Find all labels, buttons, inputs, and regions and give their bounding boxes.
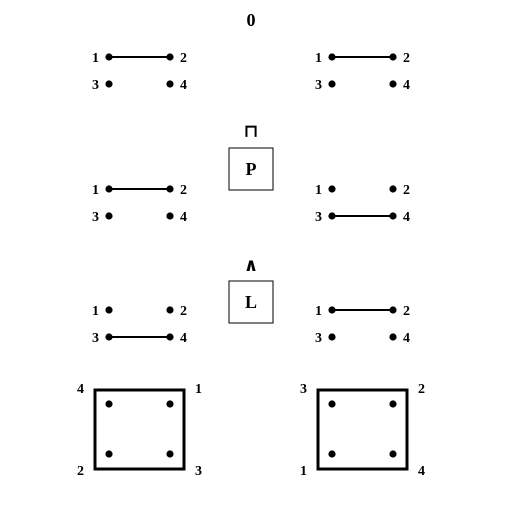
square-dot-3: [105, 450, 113, 458]
panel-dot-2: [389, 306, 397, 314]
panel-label-4: 4: [180, 210, 187, 225]
panel-label-4: 4: [180, 78, 187, 93]
panel-label-2: 2: [180, 183, 187, 198]
panel-label-4: 4: [403, 78, 410, 93]
square-corner-label-bottom-left: 2: [77, 464, 84, 479]
panel-dot-2: [389, 185, 397, 193]
panel-dot-3: [105, 333, 113, 341]
panel-label-2: 2: [180, 51, 187, 66]
panel-label-3: 3: [92, 331, 99, 346]
panel-dot-1: [328, 306, 336, 314]
panel-r3-right: 1 2 3 4: [315, 304, 410, 346]
panel-r1-left: 1 2 3 4: [92, 51, 187, 93]
panel-dot-1: [328, 53, 336, 61]
panel-label-1: 1: [92, 51, 99, 66]
panel-label-1: 1: [92, 183, 99, 198]
panel-label-2: 2: [403, 183, 410, 198]
square-dot-2: [389, 400, 397, 408]
panel-dot-1: [105, 53, 113, 61]
panel-dot-2: [166, 185, 174, 193]
square-corner-label-bottom-right: 4: [418, 464, 425, 479]
square-left: 4 1 2 3: [77, 382, 202, 479]
panel-dot-4: [166, 212, 174, 220]
operator-box-p-label: P: [246, 159, 257, 179]
panel-dot-3: [328, 212, 336, 220]
panel-label-1: 1: [315, 183, 322, 198]
panel-r2-left: 1 2 3 4: [92, 183, 187, 225]
wedge-operator-symbol: ∧: [244, 255, 259, 275]
panel-dot-3: [105, 212, 113, 220]
operator-box-p: [228, 147, 274, 191]
panel-dot-3: [328, 80, 336, 88]
square-corner-label-top-right: 1: [195, 382, 202, 397]
panel-label-3: 3: [92, 210, 99, 225]
panel-label-3: 3: [315, 331, 322, 346]
square-corner-label-top-right: 2: [418, 382, 425, 397]
panel-dot-4: [166, 80, 174, 88]
panel-label-2: 2: [180, 304, 187, 319]
operator-box-l: [228, 280, 274, 324]
panel-dot-1: [105, 185, 113, 193]
panel-dot-1: [105, 306, 113, 314]
panel-label-2: 2: [403, 51, 410, 66]
panel-dot-4: [389, 80, 397, 88]
square-right: 3 2 1 4: [300, 382, 425, 479]
panel-r2-right: 1 2 3 4: [315, 183, 410, 225]
square-corner-label-top-left: 4: [77, 382, 84, 397]
panel-dot-2: [166, 306, 174, 314]
square-dot-4: [166, 450, 174, 458]
square-frame: [93, 388, 186, 471]
square-dot-3: [328, 450, 336, 458]
panel-label-3: 3: [315, 78, 322, 93]
operator-box-l-label: L: [245, 292, 257, 312]
square-dot-2: [166, 400, 174, 408]
meet-operator-symbol: ⊓: [243, 121, 258, 141]
panel-label-2: 2: [403, 304, 410, 319]
panel-label-1: 1: [315, 51, 322, 66]
square-corner-label-top-left: 3: [300, 382, 307, 397]
square-dot-1: [105, 400, 113, 408]
panel-dot-1: [328, 185, 336, 193]
panel-label-1: 1: [315, 304, 322, 319]
panel-r1-right: 1 2 3 4: [315, 51, 410, 93]
panel-dot-4: [389, 333, 397, 341]
square-frame: [316, 388, 409, 471]
panel-dot-2: [389, 53, 397, 61]
square-corner-label-bottom-right: 3: [195, 464, 202, 479]
square-dot-1: [328, 400, 336, 408]
panel-label-4: 4: [403, 331, 410, 346]
diagram-title: 0: [247, 10, 256, 30]
square-dot-4: [389, 450, 397, 458]
panel-label-3: 3: [315, 210, 322, 225]
panel-dot-3: [328, 333, 336, 341]
panel-r3-left: 1 2 3 4: [92, 304, 187, 346]
panel-label-1: 1: [92, 304, 99, 319]
panel-label-4: 4: [403, 210, 410, 225]
square-corner-label-bottom-left: 1: [300, 464, 307, 479]
panel-dot-4: [389, 212, 397, 220]
panel-dot-2: [166, 53, 174, 61]
panel-dot-3: [105, 80, 113, 88]
panel-dot-4: [166, 333, 174, 341]
panel-label-3: 3: [92, 78, 99, 93]
panel-label-4: 4: [180, 331, 187, 346]
